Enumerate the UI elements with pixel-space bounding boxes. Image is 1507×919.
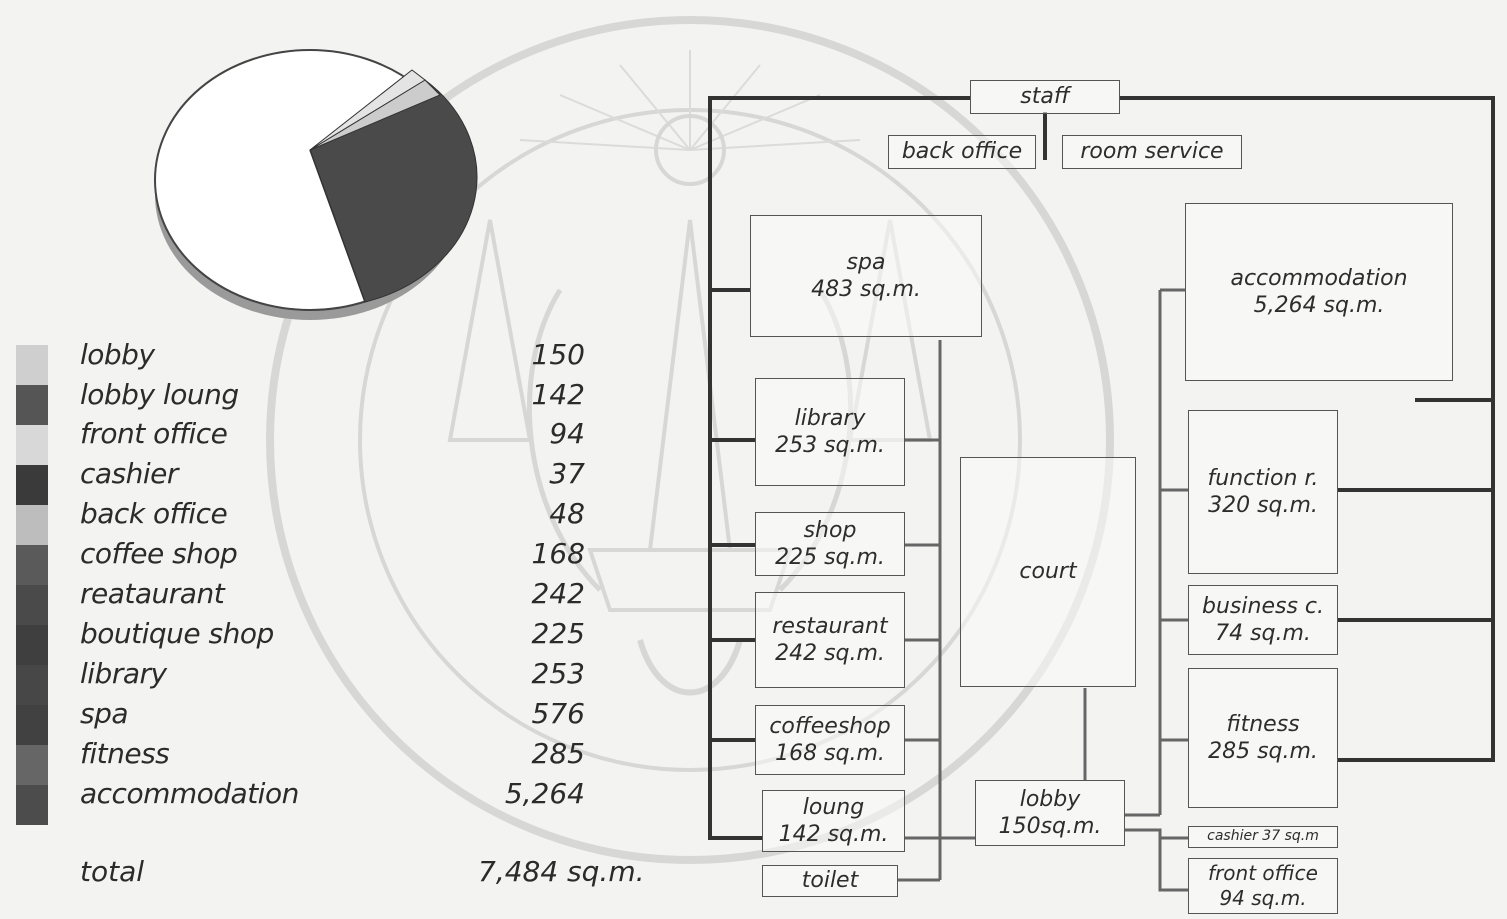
legend-value: 253	[445, 657, 585, 690]
accommodation-area: 5,264 sq.m.	[1254, 292, 1385, 320]
legend-label: front office	[80, 417, 227, 450]
library-box: library 253 sq.m.	[755, 378, 905, 486]
front-office-box: front office 94 sq.m.	[1188, 858, 1338, 914]
lobby-name: lobby	[1020, 786, 1081, 814]
toilet-label: toilet	[802, 867, 858, 895]
restaurant-name: restaurant	[772, 613, 887, 641]
legend-label: lobby	[80, 338, 155, 371]
legend-swatch	[16, 625, 48, 665]
legend-swatch	[16, 385, 48, 425]
legend-value: 94	[445, 417, 585, 450]
legend-value: 48	[445, 497, 585, 530]
coffeeshop-name: coffeeshop	[769, 713, 890, 741]
shop-box: shop 225 sq.m.	[755, 512, 905, 576]
restaurant-area: 242 sq.m.	[775, 640, 885, 668]
legend-value: 285	[445, 737, 585, 770]
legend-label: library	[80, 657, 167, 690]
accommodation-name: accommodation	[1230, 265, 1407, 293]
legend-value: 242	[445, 577, 585, 610]
legend-swatch	[16, 665, 48, 705]
legend-value: 150	[445, 338, 585, 371]
legend-label: accommodation	[80, 777, 299, 810]
library-area: 253 sq.m.	[775, 432, 885, 460]
legend-swatch	[16, 505, 48, 545]
area-pie-chart	[150, 20, 480, 330]
total-label: total	[80, 855, 144, 888]
cashier-box: cashier 37 sq.m	[1188, 826, 1338, 848]
loung-area: 142 sq.m.	[779, 821, 889, 849]
legend-value: 168	[445, 537, 585, 570]
room-service-label: room service	[1080, 138, 1223, 166]
front-office-area: 94 sq.m.	[1219, 886, 1306, 911]
fitness-box: fitness 285 sq.m.	[1188, 668, 1338, 808]
accommodation-box: accommodation 5,264 sq.m.	[1185, 203, 1453, 381]
function-room-area: 320 sq.m.	[1208, 492, 1318, 520]
room-service-box: room service	[1062, 135, 1242, 169]
court-label: court	[1019, 558, 1076, 586]
restaurant-box: restaurant 242 sq.m.	[755, 592, 905, 688]
lobby-area: 150sq.m.	[999, 813, 1102, 841]
shop-name: shop	[804, 517, 857, 545]
cashier-label: cashier 37 sq.m	[1207, 828, 1319, 846]
business-center-name: business c.	[1202, 593, 1324, 621]
legend-swatch	[16, 545, 48, 585]
fitness-area: 285 sq.m.	[1208, 738, 1318, 766]
legend-label: reataurant	[80, 577, 224, 610]
fitness-name: fitness	[1226, 711, 1299, 739]
back-office-label: back office	[902, 138, 1022, 166]
legend-swatch	[16, 585, 48, 625]
toilet-box: toilet	[762, 865, 898, 897]
legend-value: 576	[445, 697, 585, 730]
legend-label: back office	[80, 497, 227, 530]
front-office-name: front office	[1208, 861, 1318, 886]
legend-swatch	[16, 785, 48, 825]
staff-box: staff	[970, 80, 1120, 114]
legend-value: 37	[445, 457, 585, 490]
function-room-name: function r.	[1208, 465, 1319, 493]
business-center-area: 74 sq.m.	[1215, 620, 1311, 648]
lobby-box: lobby 150sq.m.	[975, 780, 1125, 846]
staff-label: staff	[1020, 83, 1069, 111]
spa-area: 483 sq.m.	[811, 276, 921, 304]
library-name: library	[795, 405, 866, 433]
legend-color-bar	[16, 345, 48, 825]
legend-swatch	[16, 345, 48, 385]
loung-name: loung	[803, 794, 864, 822]
total-value: 7,484 sq.m.	[478, 855, 645, 888]
legend-value: 142	[445, 378, 585, 411]
legend-swatch	[16, 745, 48, 785]
legend-swatch	[16, 425, 48, 465]
shop-area: 225 sq.m.	[775, 544, 885, 572]
legend-label: cashier	[80, 457, 178, 490]
legend-swatch	[16, 465, 48, 505]
coffeeshop-area: 168 sq.m.	[775, 740, 885, 768]
legend-value: 5,264	[445, 777, 585, 810]
legend-label: lobby loung	[80, 378, 239, 411]
function-room-box: function r. 320 sq.m.	[1188, 410, 1338, 574]
back-office-box: back office	[888, 135, 1036, 169]
legend-label: fitness	[80, 737, 169, 770]
court-box: court	[960, 457, 1136, 687]
legend-label: boutique shop	[80, 617, 274, 650]
legend-value: 225	[445, 617, 585, 650]
legend-swatch	[16, 705, 48, 745]
spa-name: spa	[847, 249, 886, 277]
business-center-box: business c. 74 sq.m.	[1188, 585, 1338, 655]
spa-box: spa 483 sq.m.	[750, 215, 982, 337]
legend-label: coffee shop	[80, 537, 237, 570]
legend-label: spa	[80, 697, 128, 730]
loung-box: loung 142 sq.m.	[762, 790, 905, 852]
coffeeshop-box: coffeeshop 168 sq.m.	[755, 705, 905, 775]
